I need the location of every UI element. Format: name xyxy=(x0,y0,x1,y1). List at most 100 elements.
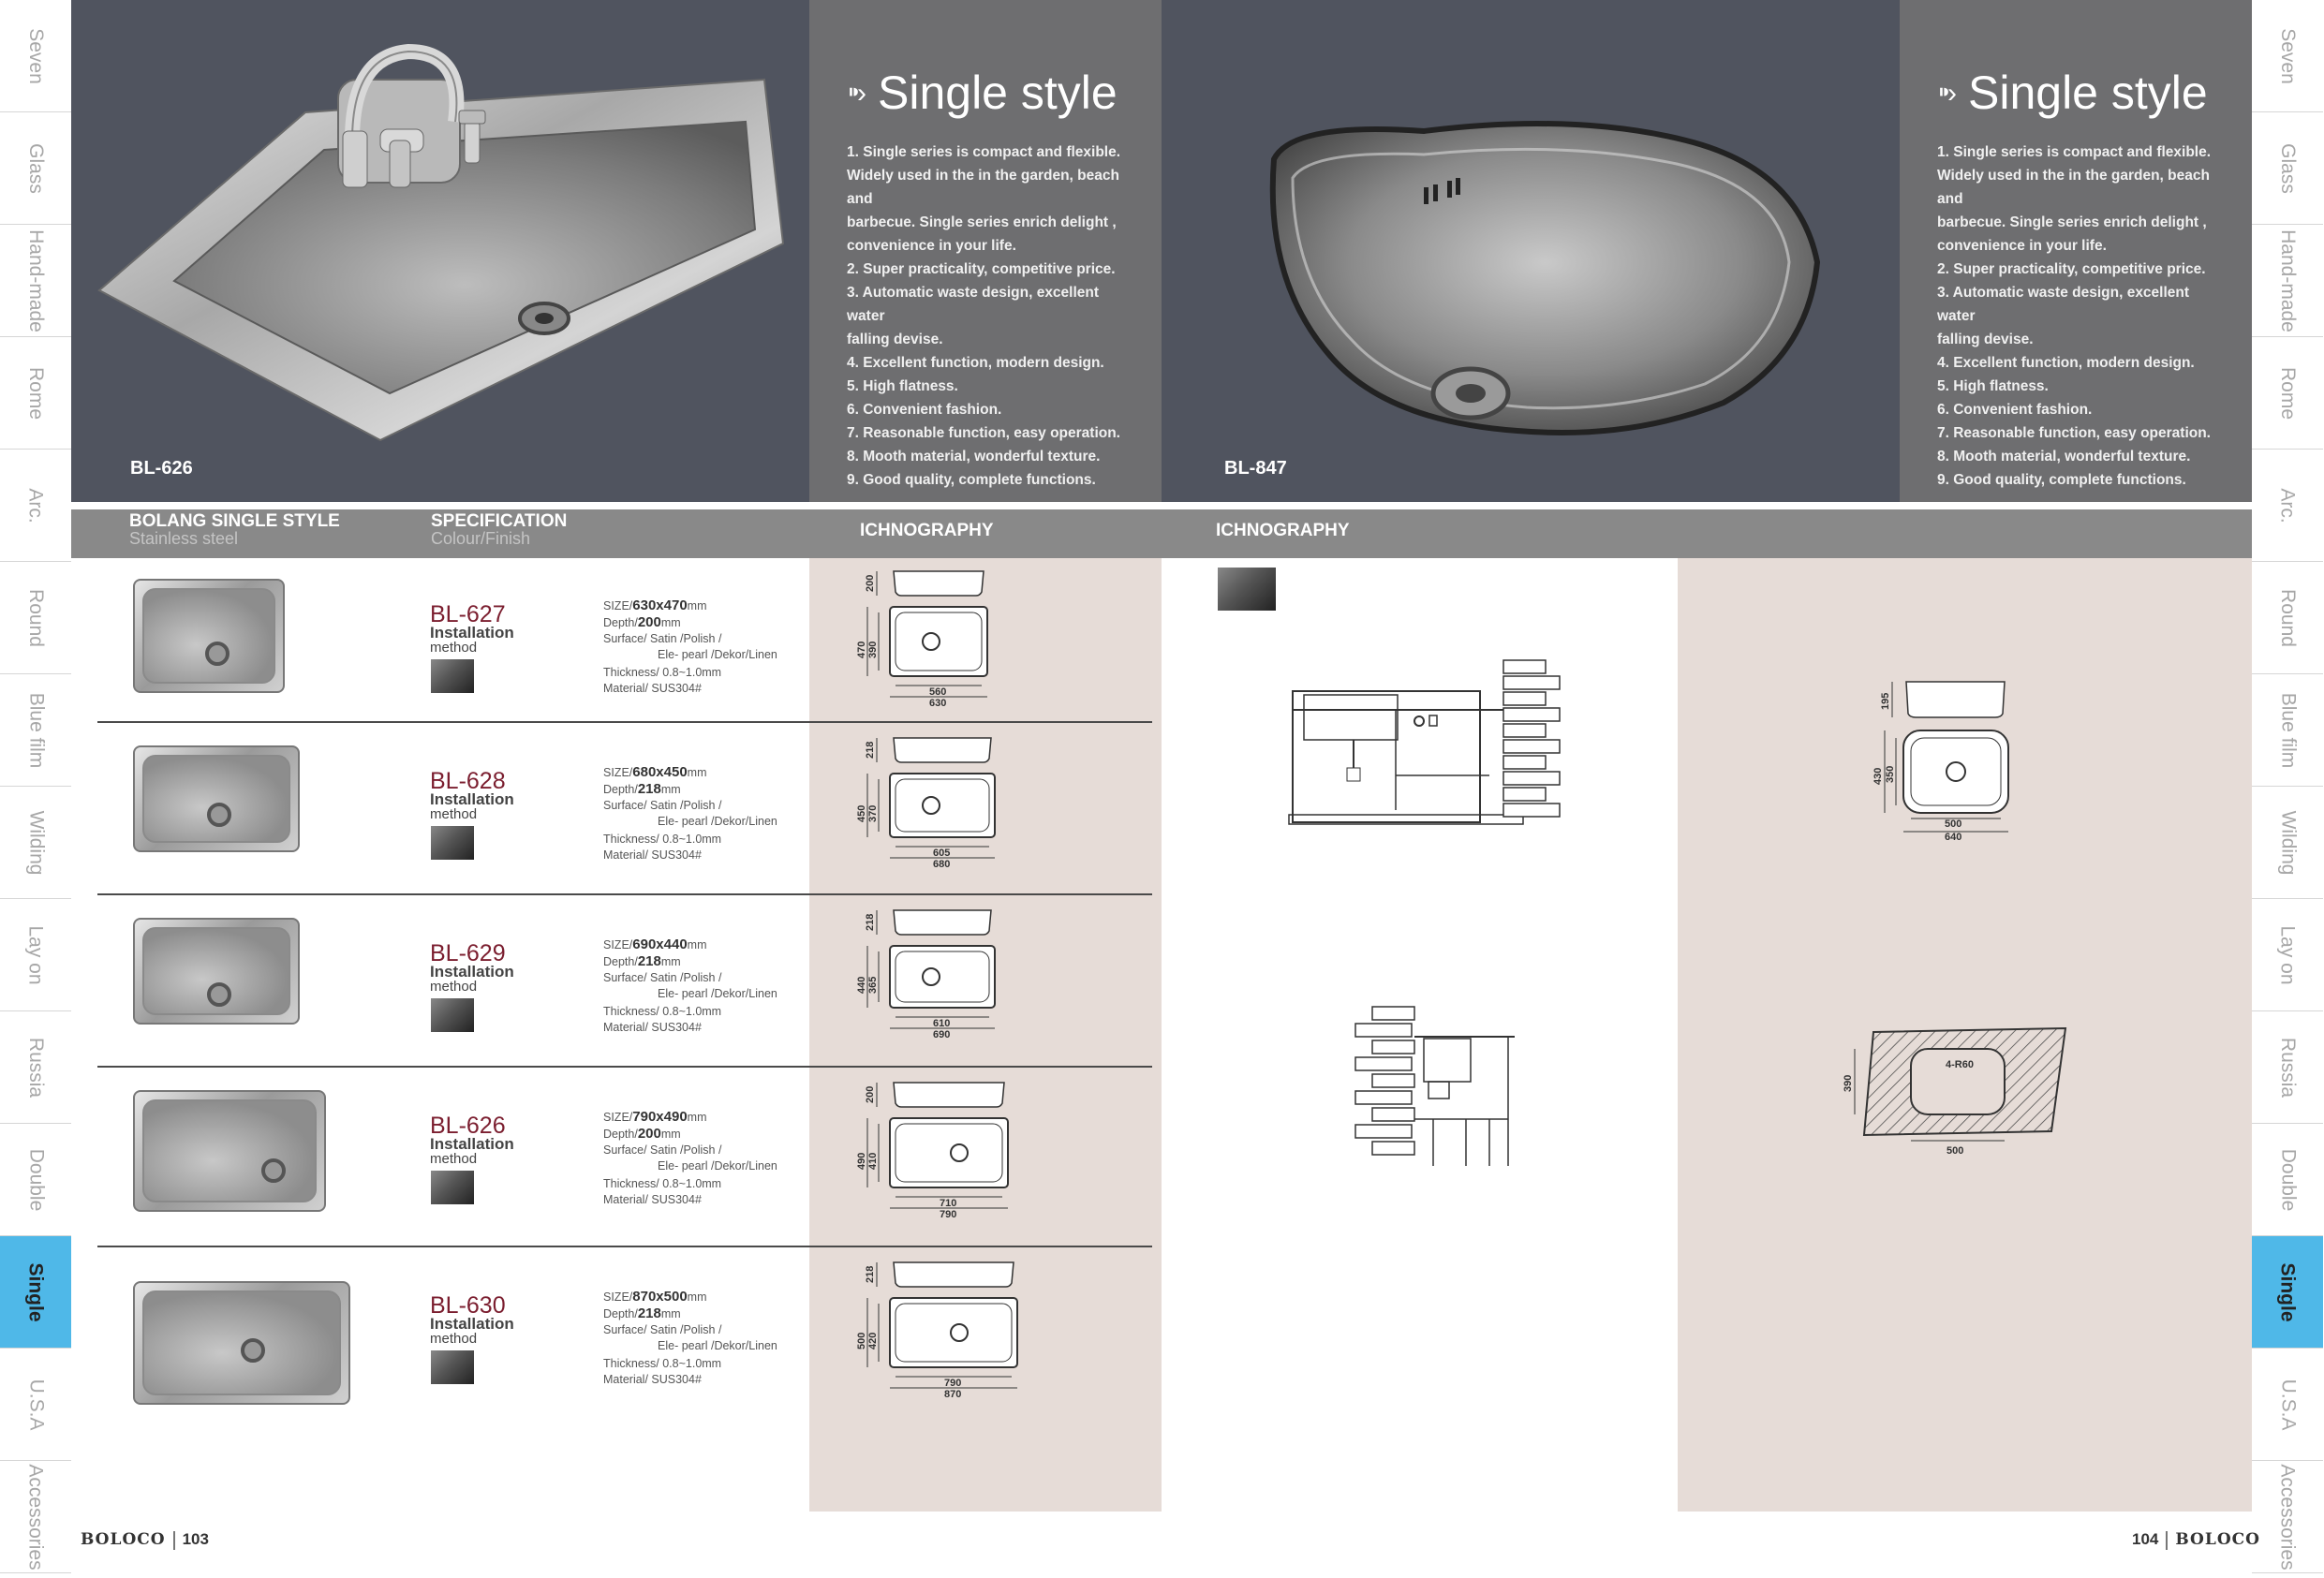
feature-item: 8. Mooth material, wonderful texture. xyxy=(1937,449,2191,465)
product-row-bl-626: BL-626 Installation method SIZE/790x490m… xyxy=(97,1069,1152,1241)
bl847-outer-w-label: 640 xyxy=(1945,832,1961,843)
feature-item: 6. Convenient fashion. xyxy=(1937,402,2093,418)
side-tab-label: Double xyxy=(2277,1148,2299,1211)
brand-logo: BOLOCO xyxy=(81,1530,166,1549)
svg-text:440: 440 xyxy=(856,977,867,994)
side-tab-lay-on[interactable]: Lay on xyxy=(0,899,71,1011)
side-tab-hand-made[interactable]: Hand-made xyxy=(2252,225,2323,337)
arrow-icon: ⁍› xyxy=(1937,77,1957,109)
side-tab-u-s-a[interactable]: U.S.A xyxy=(2252,1349,2323,1461)
side-tab-double[interactable]: Double xyxy=(0,1124,71,1236)
product-row-bl-628: BL-628 Installation method SIZE/680x450m… xyxy=(97,725,1152,896)
feature-item: 3. Automatic waste design, excellent wat… xyxy=(847,285,1100,324)
dimension-drawing: 200 470 390 560 630 xyxy=(856,568,1044,731)
side-tab-accessories[interactable]: Accessories xyxy=(0,1461,71,1573)
side-tab-seven[interactable]: Seven xyxy=(0,0,71,112)
side-tab-rome[interactable]: Rome xyxy=(2252,337,2323,450)
sink-thumbnail xyxy=(133,1281,350,1405)
svg-text:560: 560 xyxy=(929,686,946,698)
side-tab-arc[interactable]: Arc. xyxy=(0,450,71,562)
side-tab-wilding[interactable]: Wilding xyxy=(0,787,71,899)
thickness-line: Thickness/ 0.8~1.0mm xyxy=(603,1357,722,1370)
side-tab-single[interactable]: Single xyxy=(0,1236,71,1349)
side-tab-glass[interactable]: Glass xyxy=(2252,112,2323,225)
feature-item: 2. Super practicality, competitive price… xyxy=(1937,261,2206,277)
product-code: BL-626 xyxy=(430,1113,506,1139)
side-tab-blue-film[interactable]: Blue film xyxy=(0,674,71,787)
dimension-drawing: 218 500 420 790 870 xyxy=(856,1259,1044,1423)
method-label: method xyxy=(430,640,478,656)
spec-block: SIZE/870x500mm Depth/218mm Surface/ Sati… xyxy=(603,1289,777,1386)
method-label: method xyxy=(430,1151,478,1167)
side-tab-blue-film[interactable]: Blue film xyxy=(2252,674,2323,787)
bl847-inner-w-label: 500 xyxy=(1945,818,1961,830)
feature-item: convenience in your life. xyxy=(1937,238,2107,254)
svg-text:390: 390 xyxy=(867,642,879,658)
side-tab-single[interactable]: Single xyxy=(2252,1236,2323,1349)
svg-text:218: 218 xyxy=(865,914,876,931)
side-tab-glass[interactable]: Glass xyxy=(0,112,71,225)
side-tab-u-s-a[interactable]: U.S.A xyxy=(0,1349,71,1461)
installation-label: Installation method xyxy=(430,1135,514,1167)
cutout-width-label: 500 xyxy=(1947,1145,1963,1157)
side-tab-accessories[interactable]: Accessories xyxy=(2252,1461,2323,1573)
feature-item: 6. Convenient fashion. xyxy=(847,402,1002,418)
installation-label: Installation method xyxy=(430,963,514,995)
side-tab-label: Single xyxy=(2276,1261,2299,1322)
spec-block: SIZE/630x470mm Depth/200mm Surface/ Sati… xyxy=(603,597,777,695)
row-divider xyxy=(97,1246,1152,1247)
method-label: method xyxy=(430,979,478,995)
installation-diagram-bottom xyxy=(1354,1006,1515,1166)
feature-item: 2. Super practicality, competitive price… xyxy=(847,261,1116,277)
arrow-icon: ⁍› xyxy=(847,77,866,109)
svg-text:790: 790 xyxy=(940,1209,956,1220)
svg-text:610: 610 xyxy=(933,1018,950,1029)
thickness-line: Thickness/ 0.8~1.0mm xyxy=(603,1005,722,1018)
side-tab-rome[interactable]: Rome xyxy=(0,337,71,450)
side-tab-round[interactable]: Round xyxy=(2252,562,2323,674)
thickness-line: Thickness/ 0.8~1.0mm xyxy=(603,1177,722,1190)
finish-swatch xyxy=(431,1171,474,1204)
surface-line-2: Ele- pearl /Dekor/Linen xyxy=(658,815,777,828)
side-tab-label: Double xyxy=(25,1148,47,1211)
right-hero-photo: BL-847 xyxy=(1162,0,1900,502)
material-line: Material/ SUS304# xyxy=(603,1021,702,1034)
spec-header: SPECIFICATION Colour/Finish xyxy=(431,511,568,548)
side-tab-arc[interactable]: Arc. xyxy=(2252,450,2323,562)
side-tab-label: Accessories xyxy=(2277,1463,2300,1571)
row-divider xyxy=(97,1066,1152,1068)
side-tab-lay-on[interactable]: Lay on xyxy=(2252,899,2323,1011)
product-row-bl-629: BL-629 Installation method SIZE/690x440m… xyxy=(97,897,1152,1069)
product-code: BL-630 xyxy=(430,1292,506,1319)
side-tab-russia[interactable]: Russia xyxy=(2252,1011,2323,1124)
side-tab-label: Arc. xyxy=(25,487,47,524)
page-number-right: 104 xyxy=(2132,1530,2159,1548)
svg-text:470: 470 xyxy=(856,642,867,658)
spec-subheader: Colour/Finish xyxy=(431,529,531,548)
surface-line-2: Ele- pearl /Dekor/Linen xyxy=(658,1159,777,1172)
sink-bl847-photo xyxy=(1269,121,1821,435)
side-tab-label: Arc. xyxy=(2277,487,2299,524)
svg-text:630: 630 xyxy=(929,698,946,709)
feature-item: 7. Reasonable function, easy operation. xyxy=(847,425,1120,441)
side-tab-label: U.S.A xyxy=(2276,1379,2299,1430)
svg-text:790: 790 xyxy=(944,1378,961,1389)
installation-label: Installation method xyxy=(430,790,514,822)
bl847-inner-h-label: 350 xyxy=(1885,766,1896,783)
feature-item: 1. Single series is compact and flexible… xyxy=(847,144,1121,160)
surface-line: Surface/ Satin /Polish / xyxy=(603,799,722,812)
footer-right: 104 BOLOCO xyxy=(2132,1530,2260,1550)
side-tab-round[interactable]: Round xyxy=(0,562,71,674)
row-divider xyxy=(97,893,1152,895)
side-tab-seven[interactable]: Seven xyxy=(2252,0,2323,112)
brand-logo-2: BOLOCO xyxy=(2175,1530,2260,1549)
side-tab-wilding[interactable]: Wilding xyxy=(2252,787,2323,899)
bolang-subheader: Stainless steel xyxy=(129,529,239,548)
side-tab-hand-made[interactable]: Hand-made xyxy=(0,225,71,337)
bl847-depth-label: 195 xyxy=(1880,693,1891,710)
side-tab-russia[interactable]: Russia xyxy=(0,1011,71,1124)
side-tab-double[interactable]: Double xyxy=(2252,1124,2323,1236)
hero-model-label-2: BL-847 xyxy=(1224,458,1287,479)
dimension-drawing: 218 440 365 610 690 xyxy=(856,907,1044,1070)
